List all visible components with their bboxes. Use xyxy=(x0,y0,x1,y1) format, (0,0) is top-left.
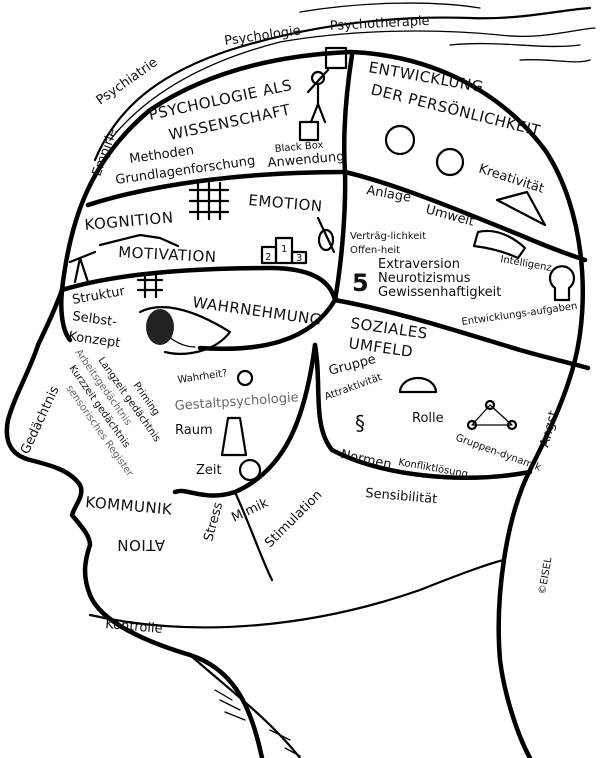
label-sensibilitaet: Sensibilität xyxy=(365,486,438,507)
snail-icon xyxy=(398,376,438,394)
region-dividers xyxy=(59,52,591,582)
podium-1-label: 1 xyxy=(281,244,287,255)
face-profile xyxy=(4,287,265,758)
mountain-icon xyxy=(98,233,180,248)
label-intelligenz: Intelligenz xyxy=(499,254,552,274)
old-face-icon xyxy=(435,147,465,177)
lightbulb-icon xyxy=(548,265,576,302)
structure-grid-icon xyxy=(136,271,164,299)
label-anwendung: Anwendung xyxy=(267,149,345,171)
paragraph-sign: § xyxy=(355,411,365,435)
podium-1 xyxy=(274,236,294,265)
eye-drawing xyxy=(138,306,232,355)
arrow-icon xyxy=(472,229,527,260)
neck-front xyxy=(188,653,302,758)
black-box-icon xyxy=(298,120,320,142)
head-outline xyxy=(59,49,586,758)
neck-hatching xyxy=(214,689,301,757)
label-ation: ATION xyxy=(117,536,165,554)
label-stress: Stress xyxy=(201,500,226,543)
apple-icon xyxy=(236,369,254,387)
label-wahrheit: Wahrheit? xyxy=(177,368,228,386)
label-psychotherapie: Psychotherapie xyxy=(329,14,430,34)
brain-grid-icon xyxy=(188,181,230,221)
network-icon xyxy=(484,399,496,411)
label-selbst: Selbst- xyxy=(71,309,118,330)
vase-faces-icon xyxy=(220,416,248,457)
label-anlage: Anlage xyxy=(365,183,412,206)
label-empirie: Empirie xyxy=(90,127,121,179)
perception-title: WAHRNEHMUNG xyxy=(191,293,322,329)
label-gestaltpsychologie: Gestaltpsychologie xyxy=(174,390,299,414)
triangle-dots-icon xyxy=(495,190,547,227)
label-raum: Raum xyxy=(175,423,213,438)
jaw-line xyxy=(88,558,507,629)
label-mimik: Mimik xyxy=(229,496,271,526)
podium-3 xyxy=(290,250,308,265)
label-black-box: Black Box xyxy=(274,140,324,155)
label-emotion: EMOTION xyxy=(248,191,324,215)
label-neurotizismus: Neurotizismus xyxy=(378,271,471,286)
artist-signature: ©EISEL xyxy=(537,556,554,595)
label-kognition: KOGNITION xyxy=(84,208,174,234)
label-gedaechtnis: Gedächtnis xyxy=(18,384,63,457)
label-kontrolle: Kontrolle xyxy=(105,617,163,637)
label-zeit: Zeit xyxy=(196,463,222,478)
podium-3-label: 3 xyxy=(296,253,302,264)
label-gruppendynamik: Gruppen-dynamik xyxy=(454,432,543,473)
label-motivation: MOTIVATION xyxy=(118,243,217,266)
label-vertraeglichkeit: Verträg-lichkeit xyxy=(350,231,426,242)
telescope-icon xyxy=(68,250,97,284)
label-entwicklungsaufgaben: Entwicklungs-aufgaben xyxy=(461,301,578,328)
podium-2-label: 2 xyxy=(265,252,271,263)
hair-strokes xyxy=(93,2,596,162)
board-icon xyxy=(324,46,348,70)
doodles xyxy=(68,46,576,482)
label-extraversion: Extraversion xyxy=(378,257,460,272)
label-kommunik: KOMMUNIK xyxy=(85,493,174,519)
label-rolle: Rolle xyxy=(412,411,444,426)
label-gewissenhaftigkeit: Gewissenhaftigkeit xyxy=(378,285,501,300)
label-angst: Angst xyxy=(537,409,561,449)
label-stimulation: Stimulation xyxy=(262,488,325,551)
label-konzept: Konzept xyxy=(67,329,121,351)
clock-icon xyxy=(238,458,262,482)
big-five-number: 5 xyxy=(352,269,369,297)
label-normen: Normen xyxy=(339,447,393,472)
label-kreativitaet: Kreativität xyxy=(477,162,546,197)
label-offenheit: Offen-heit xyxy=(350,245,400,256)
label-psychologie: Psychologie xyxy=(223,23,301,49)
child-face-icon xyxy=(384,124,416,156)
